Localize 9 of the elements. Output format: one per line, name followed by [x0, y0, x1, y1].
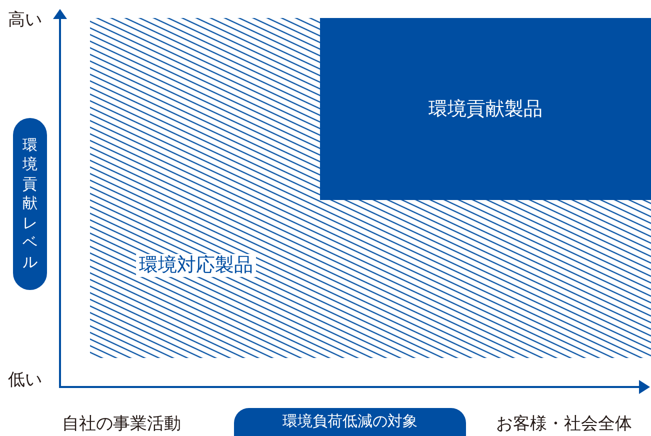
product-box: 環境貢献製品: [320, 18, 651, 200]
axis-label-pill: 環境貢献レベル: [13, 118, 47, 290]
axis-end-label: 高い: [8, 12, 42, 29]
hatched-area: [90, 18, 651, 358]
axis-label-pill: 環境負荷低減の対象: [234, 408, 466, 436]
axis-end-label: お客様・社会全体: [496, 416, 632, 433]
axis-end-label: 低い: [8, 372, 42, 389]
product-label: 環境対応製品: [136, 254, 256, 277]
axis-end-label: 自社の事業活動: [62, 416, 181, 433]
